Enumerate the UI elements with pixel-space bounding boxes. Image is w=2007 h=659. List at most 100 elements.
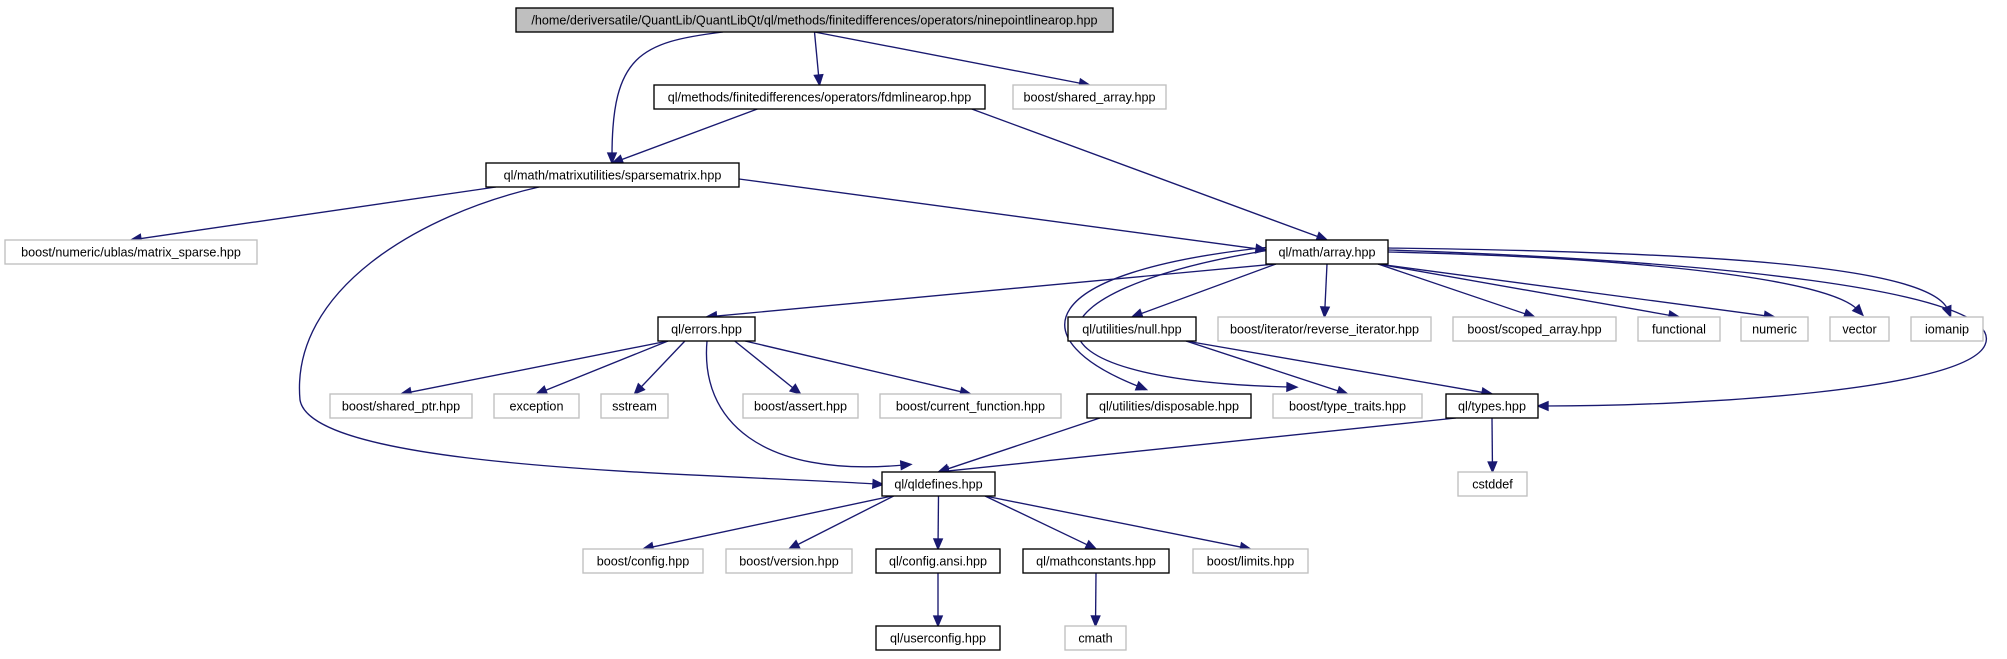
- edge-errors-to-current_function: [744, 340, 973, 397]
- edge-sparsematrix-to-qldefines: [298, 186, 885, 489]
- edge-line: [734, 340, 794, 389]
- edge-arrowhead: [534, 385, 549, 395]
- edge-array-to-iomanip: [1387, 247, 1952, 319]
- edge-array-to-vector: [1387, 251, 1864, 317]
- edge-line: [1141, 263, 1277, 315]
- edge-arrowhead: [1319, 306, 1331, 319]
- node-fdmlinearop[interactable]: ql/methods/finitedifferences/operators/f…: [653, 84, 986, 110]
- node-label: cmath: [1078, 632, 1112, 646]
- node-label: boost/shared_array.hpp: [1023, 91, 1155, 105]
- edge-array-to-scoped_array: [1377, 263, 1537, 319]
- node-label: boost/iterator/reverse_iterator.hpp: [1230, 323, 1419, 337]
- node-version: boost/version.hpp: [725, 548, 853, 574]
- node-disposable[interactable]: ql/utilities/disposable.hpp: [1086, 393, 1252, 419]
- node-userconfig[interactable]: ql/userconfig.hpp: [875, 625, 1001, 651]
- node-null[interactable]: ql/utilities/null.hpp: [1067, 316, 1197, 342]
- edge-array-to-types: [1387, 249, 1988, 412]
- edge-disposable-to-qldefines: [936, 417, 1101, 474]
- edge-qldefines-to-config_ansi: [932, 495, 944, 551]
- edge-mathconstants-to-cmath: [1090, 572, 1101, 628]
- node-exception: exception: [493, 393, 580, 419]
- edge-arrowhead: [1130, 308, 1144, 319]
- edge-arrowhead: [872, 478, 885, 489]
- node-config: boost/config.hpp: [582, 548, 704, 574]
- edge-line: [298, 186, 877, 485]
- node-types[interactable]: ql/types.hpp: [1445, 393, 1539, 419]
- node-matrix-sparse: boost/numeric/ublas/matrix_sparse.hpp: [4, 239, 258, 265]
- edge-root-to-sparsematrix: [606, 31, 724, 165]
- node-current-function: boost/current_function.hpp: [879, 393, 1062, 419]
- node-box: [1452, 316, 1617, 342]
- node-box: [582, 548, 704, 574]
- node-box: [1067, 316, 1197, 342]
- node-cmath: cmath: [1064, 625, 1127, 651]
- node-box: [1910, 316, 1984, 342]
- node-box: [1829, 316, 1890, 342]
- node-array[interactable]: ql/math/array.hpp: [1265, 239, 1389, 265]
- node-box: [493, 393, 580, 419]
- node-mathconstants[interactable]: ql/mathconstants.hpp: [1022, 548, 1170, 574]
- edge-arrowhead: [932, 615, 944, 628]
- edge-line: [1377, 263, 1670, 316]
- node-label: ql/config.ansi.hpp: [889, 555, 987, 569]
- edge-qldefines-to-limits: [984, 495, 1253, 553]
- node-scoped-array: boost/scoped_array.hpp: [1452, 316, 1617, 342]
- node-box: [1022, 548, 1170, 574]
- node-label: ql/utilities/disposable.hpp: [1099, 400, 1239, 414]
- node-box: [879, 393, 1062, 419]
- edge-line: [410, 340, 669, 393]
- node-box: [1012, 84, 1167, 110]
- edge-line: [716, 263, 1277, 317]
- edge-array-to-disposable: [1064, 246, 1271, 391]
- edge-line: [652, 495, 893, 548]
- edge-line: [640, 340, 686, 388]
- node-label: boost/assert.hpp: [754, 400, 847, 414]
- node-box: [742, 393, 859, 419]
- edge-sparsematrix-to-matrix_sparse: [129, 186, 497, 244]
- edge-arrowhead: [1090, 615, 1101, 628]
- edge-line: [984, 495, 1241, 548]
- node-config-ansi[interactable]: ql/config.ansi.hpp: [875, 548, 1001, 574]
- node-errors[interactable]: ql/errors.hpp: [657, 316, 756, 342]
- edge-line: [971, 108, 1318, 238]
- edge-errors-to-assert: [734, 340, 802, 396]
- node-box: [875, 548, 1001, 574]
- node-sparsematrix[interactable]: ql/math/matrixutilities/sparsematrix.hpp: [485, 162, 740, 188]
- node-box: [1637, 316, 1721, 342]
- edge-types-to-cstddef: [1487, 417, 1498, 474]
- edge-arrowhead: [1851, 303, 1864, 317]
- edge-line: [984, 495, 1088, 546]
- node-box: [1064, 625, 1127, 651]
- node-label: numeric: [1752, 323, 1797, 337]
- node-label: boost/current_function.hpp: [896, 400, 1045, 414]
- node-shared-ptr: boost/shared_ptr.hpp: [329, 393, 473, 419]
- edge-line: [705, 340, 905, 468]
- node-label: exception: [510, 400, 564, 414]
- node-label: boost/config.hpp: [597, 555, 689, 569]
- edge-arrowhead: [1315, 231, 1329, 242]
- node-shared-array: boost/shared_array.hpp: [1012, 84, 1167, 110]
- edge-qldefines-to-config: [641, 495, 893, 552]
- node-box: [600, 393, 669, 419]
- node-label: ql/methods/finitedifferences/operators/f…: [668, 91, 972, 105]
- edge-line: [1377, 263, 1526, 315]
- edge-line: [1377, 263, 1765, 317]
- edge-arrowhead: [787, 539, 801, 550]
- node-label: boost/type_traits.hpp: [1289, 400, 1406, 414]
- edge-array-to-reverse_iterator: [1319, 263, 1331, 319]
- node-qldefines[interactable]: ql/qldefines.hpp: [881, 471, 996, 497]
- node-box: [1272, 393, 1423, 419]
- node-label: boost/shared_ptr.hpp: [342, 400, 460, 414]
- edge-line: [947, 417, 1101, 470]
- edge-root-to-shared_array: [814, 31, 1092, 89]
- node-root[interactable]: /home/deriversatile/QuantLib/QuantLibQt/…: [515, 7, 1114, 33]
- edge-arrowhead: [633, 382, 646, 396]
- edge-root-to-fdmlinearop: [813, 31, 824, 87]
- node-label: boost/scoped_array.hpp: [1467, 323, 1601, 337]
- node-label: sstream: [612, 400, 657, 414]
- edge-line: [1387, 249, 1988, 407]
- node-label: ql/math/matrixutilities/sparsematrix.hpp: [504, 169, 722, 183]
- node-box: [1086, 393, 1252, 419]
- node-label: ql/errors.hpp: [671, 323, 742, 337]
- node-label: ql/userconfig.hpp: [890, 632, 986, 646]
